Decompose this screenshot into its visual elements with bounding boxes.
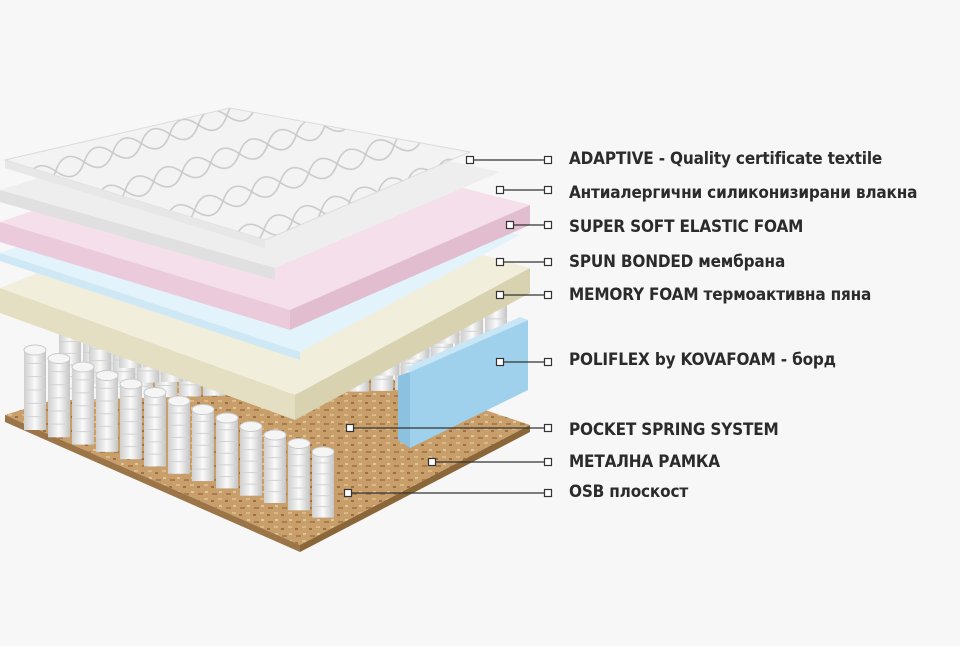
leader-marker (343, 488, 353, 498)
label-soft-foam: SUPER SOFT ELASTIC FOAM (569, 217, 804, 237)
label-memory-foam: MEMORY FOAM термоактивна пяна (569, 285, 872, 305)
spring-coil (167, 395, 191, 474)
spring-coil (287, 438, 311, 511)
spring-coil (191, 404, 215, 482)
leader-marker (495, 290, 505, 300)
leader-marker (495, 185, 505, 195)
label-spun-bonded: SPUN BONDED мембрана (569, 252, 786, 272)
spring-coil (263, 429, 287, 503)
spring-coil (119, 378, 143, 460)
leader-marker (543, 220, 553, 230)
label-pocket-spring: POCKET SPRING SYSTEM (569, 420, 779, 440)
textile-layer (3, 107, 472, 248)
label-adaptive: ADAPTIVE - Quality certificate textile (569, 149, 883, 169)
leader-marker (543, 257, 553, 267)
leader-marker (543, 488, 553, 498)
leader-marker (495, 357, 505, 367)
spring-coil (47, 353, 71, 438)
spring-coil (215, 412, 239, 489)
leader-marker (543, 457, 553, 467)
label-metal-frame: МЕТАЛНА РАМКА (569, 452, 720, 472)
spring-coil (239, 421, 263, 496)
leader-marker (345, 423, 355, 433)
label-poliflex: POLIFLEX by KOVAFOAM - борд (569, 350, 836, 370)
label-osb: OSB плоскост (569, 482, 689, 502)
leader-marker (543, 357, 553, 367)
leader-marker (495, 257, 505, 267)
leader-marker (465, 155, 475, 165)
spring-coil (23, 344, 47, 430)
leader-marker (543, 290, 553, 300)
label-fibers: Антиалергични силиконизирани влакна (569, 183, 918, 203)
leader-marker (505, 220, 515, 230)
poliflex-layer (398, 317, 528, 448)
spring-coil (311, 446, 335, 518)
leader-marker (427, 457, 437, 467)
leader-lines (343, 155, 553, 498)
spring-coil (95, 370, 119, 452)
leader-marker (543, 423, 553, 433)
leader-marker (543, 155, 553, 165)
spring-coil (71, 361, 95, 445)
spring-coil (143, 387, 167, 467)
leader-marker (543, 185, 553, 195)
